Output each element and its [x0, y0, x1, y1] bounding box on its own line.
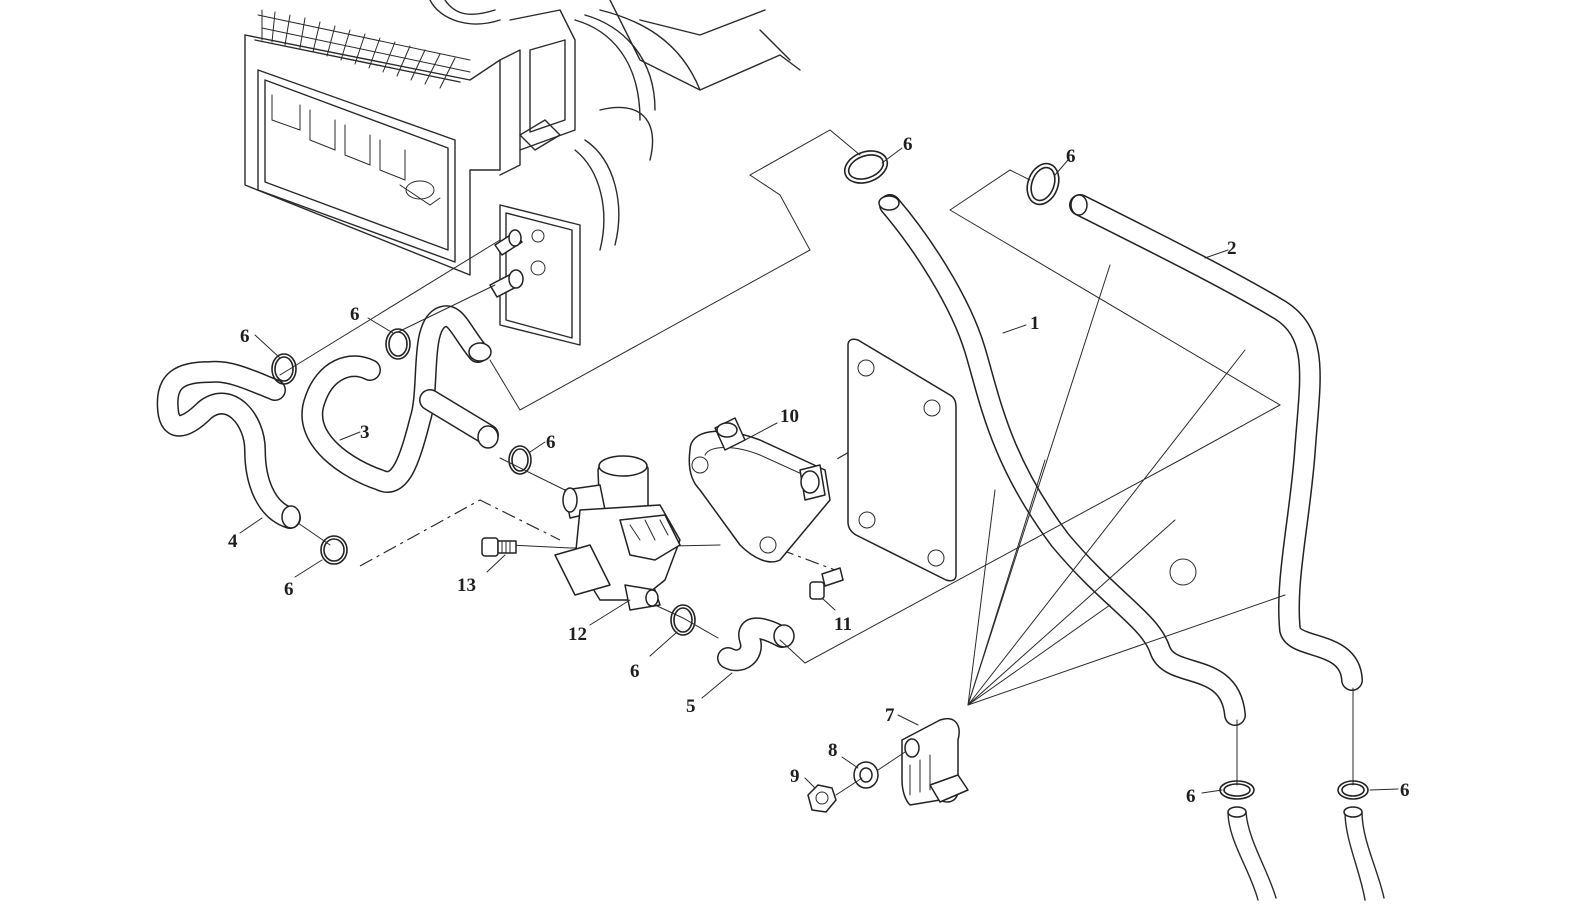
callout-7: 7	[885, 705, 895, 726]
callout-10: 10	[780, 406, 799, 427]
callout-6-bottom-right: 6	[1400, 780, 1410, 801]
washer-8	[853, 761, 879, 789]
callout-8: 8	[828, 740, 838, 761]
water-valve	[554, 455, 681, 611]
bracket-7	[901, 718, 969, 806]
callout-12: 12	[568, 624, 587, 645]
callout-1: 1	[1030, 313, 1040, 334]
callout-9: 9	[790, 766, 800, 787]
callout-6-valve-inlet: 6	[546, 432, 556, 453]
callout-6-bottom-left: 6	[1186, 786, 1196, 807]
mounting-panel	[847, 338, 1197, 586]
callout-11: 11	[834, 614, 852, 635]
callout-2: 2	[1227, 238, 1237, 259]
heater-unit	[244, 0, 801, 346]
heater-hose-1	[878, 194, 1246, 726]
valve-cover-10	[688, 417, 831, 563]
callout-6-hose3: 6	[350, 304, 360, 325]
heater-hose-3	[301, 305, 499, 493]
bolt-13	[481, 537, 517, 557]
heater-hose-2	[1069, 194, 1363, 691]
callout-6-hose4: 6	[240, 326, 250, 347]
callout-6-top-right: 6	[1066, 146, 1076, 167]
callout-3: 3	[360, 422, 370, 443]
callout-4: 4	[228, 531, 238, 552]
nut-9	[807, 751, 906, 813]
callout-6-top-left: 6	[903, 134, 913, 155]
hose-clamps	[271, 150, 1369, 800]
callout-labels: 1 2 3 4 5 6 6 6 6 6 6 6 6 6 7 8 9 10 11 …	[228, 134, 1410, 807]
callout-6-hose4-end: 6	[284, 579, 294, 600]
lower-hose-ends	[1227, 687, 1385, 901]
callout-13: 13	[457, 575, 476, 596]
callout-5: 5	[686, 696, 696, 717]
heater-hose-5	[717, 617, 795, 672]
heater-hose-4	[156, 360, 301, 529]
callout-6-hose5: 6	[630, 661, 640, 682]
bolt-11	[809, 567, 844, 600]
callout-leaders	[239, 147, 1399, 794]
